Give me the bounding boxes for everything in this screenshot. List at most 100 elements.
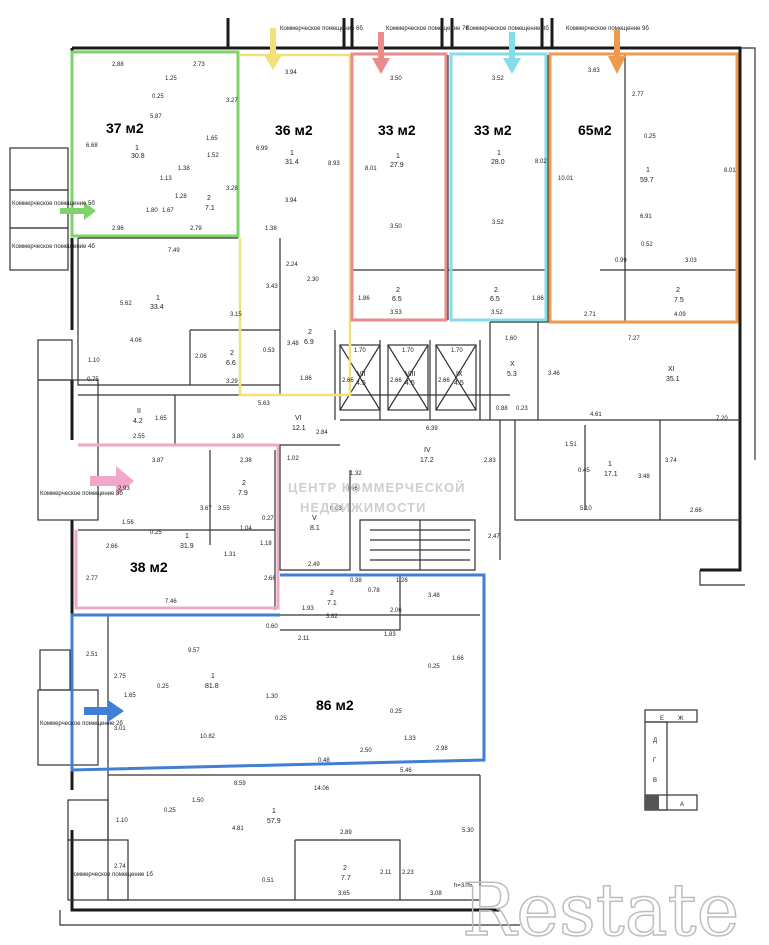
- dimension: 2.96: [112, 226, 124, 232]
- room-number: 1: [272, 808, 276, 815]
- dimension: 2.23: [402, 870, 414, 876]
- dimension: 5.62: [120, 301, 132, 307]
- dimension: 0.52: [641, 242, 653, 248]
- area-33-b: 33 м2: [474, 122, 512, 138]
- dimension: 2.71: [584, 312, 596, 318]
- arrow-7b: [372, 32, 390, 74]
- dimension: 2.66: [106, 544, 118, 550]
- dimension: 1.10: [88, 358, 100, 364]
- compass-letter: В: [653, 778, 657, 784]
- dimension: 2.66: [342, 378, 354, 384]
- dimension: 7.20: [716, 416, 728, 422]
- dimension: 1.86: [532, 296, 544, 302]
- room-area: 35.1: [666, 376, 680, 383]
- dimension: 1.83: [384, 632, 396, 638]
- dimension: 3.27: [226, 98, 238, 104]
- label-2b: Коммерческое помещение 2б: [40, 721, 123, 727]
- dimension: 0.27: [262, 516, 274, 522]
- dimension: 2.49: [308, 562, 320, 568]
- dimension: 0.48: [318, 758, 330, 764]
- dimension: 2.30: [307, 277, 319, 283]
- dimension: 5.30: [462, 828, 474, 834]
- room-number: II: [137, 408, 141, 415]
- dimension: 3.08: [430, 891, 442, 897]
- dimension: 3.50: [390, 76, 402, 82]
- room-area: 7.1: [327, 600, 337, 607]
- dimension: 8.59: [234, 781, 246, 787]
- label-1b: Коммерческое помещение 1б: [70, 872, 153, 878]
- dimension: 8.01: [724, 168, 736, 174]
- dimension: 3.03: [685, 258, 697, 264]
- dimension: 1.80: [146, 208, 158, 214]
- dimension: 3.43: [266, 284, 278, 290]
- room-area: 7.1: [205, 205, 215, 212]
- dimension: 6.99: [256, 146, 268, 152]
- dimension: 10.82: [200, 734, 216, 740]
- dimension: 5.87: [150, 114, 162, 120]
- dimension: 4.06: [130, 338, 142, 344]
- room-number: 1: [135, 145, 139, 152]
- dimension: 3.63: [588, 68, 600, 74]
- room-area: 27.9: [390, 162, 404, 169]
- arrow-3b: [90, 466, 134, 496]
- dimension: 0.25: [390, 709, 402, 715]
- dimension: 1.02: [287, 456, 299, 462]
- label-9b: Коммерческое помещение 9б: [566, 26, 649, 32]
- area-65: 65м2: [578, 122, 612, 138]
- room-number: V: [312, 515, 317, 522]
- dimension: 3.48: [428, 593, 440, 599]
- dimension: 1.70: [402, 348, 414, 354]
- dimension: 1.70: [354, 348, 366, 354]
- dimension: 4.81: [232, 826, 244, 832]
- dimension: 8.93: [328, 161, 340, 167]
- arrow-2b: [84, 700, 124, 722]
- room-number: VII: [357, 371, 366, 378]
- dimension: 3.48: [638, 474, 650, 480]
- dimension: 0.51: [262, 878, 274, 884]
- dimension: 3.15: [230, 312, 242, 318]
- commercial-labels: Коммерческое помещение 6б Коммерческое п…: [12, 26, 649, 878]
- dimension: 2.83: [484, 458, 496, 464]
- room-area: 30.8: [131, 153, 145, 160]
- room-area: 6.5: [392, 296, 402, 303]
- arrow-6b: [264, 28, 282, 70]
- area-86: 86 м2: [316, 697, 354, 713]
- room-number: VIII: [405, 371, 416, 378]
- dimension: 2.75: [114, 674, 126, 680]
- dimension: 8.02: [535, 159, 547, 165]
- room-number: 2: [330, 590, 334, 597]
- dimension: 1.33: [404, 736, 416, 742]
- entrance-arrows: [60, 28, 626, 722]
- room-number: 1: [290, 150, 294, 157]
- dimension: 3.50: [390, 224, 402, 230]
- dimension: 3.53: [390, 310, 402, 316]
- label-6b: Коммерческое помещение 6б: [280, 26, 363, 32]
- dimension: 3.46: [548, 371, 560, 377]
- dimension: 2.73: [193, 62, 205, 68]
- dimension: 1.60: [505, 336, 517, 342]
- arrow-5b: [60, 202, 96, 220]
- dimension: 1.52: [207, 153, 219, 159]
- dimension: 0.60: [266, 624, 278, 630]
- dimension: 1.26: [396, 578, 408, 584]
- room-number: XI: [668, 366, 675, 373]
- dimension: 2.50: [360, 748, 372, 754]
- dimension: 3.80: [232, 434, 244, 440]
- arrow-8b: [503, 32, 521, 74]
- dimension: 6.39: [426, 426, 438, 432]
- area-38: 38 м2: [130, 559, 168, 575]
- dimension: 2.74: [114, 864, 126, 870]
- dimension: 8.01: [365, 166, 377, 172]
- room-number: 2: [207, 195, 211, 202]
- dimension: 0.99: [615, 258, 627, 264]
- watermarks: ЦЕНТР КОММЕРЧЕСКОЙ НЕДВИЖИМОСТИ Restate: [288, 480, 740, 945]
- dimension: 0.78: [368, 588, 380, 594]
- dimension: 3.28: [226, 186, 238, 192]
- compass-letter: А: [680, 802, 684, 808]
- dimension: 0.25: [157, 684, 169, 690]
- dimension: 1.32: [350, 471, 362, 477]
- area-36: 36 м2: [275, 122, 313, 138]
- dimension: 3.52: [491, 310, 503, 316]
- dimension: 7.46: [165, 599, 177, 605]
